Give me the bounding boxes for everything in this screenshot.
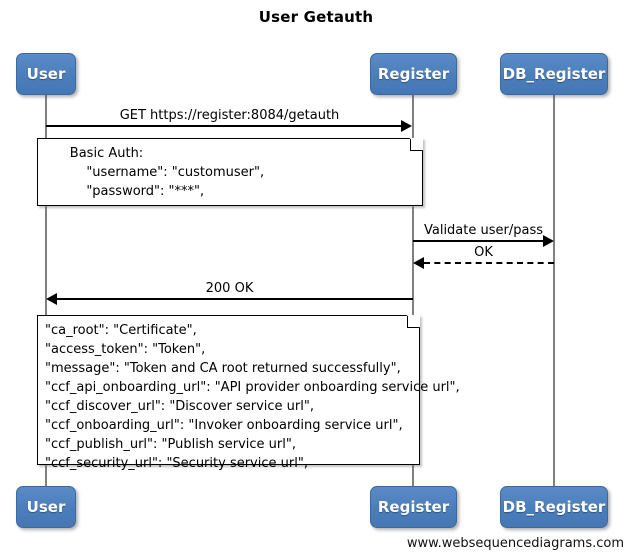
actor-label: Register (377, 65, 450, 83)
diagram-title: User Getauth (258, 8, 374, 26)
message-line-validate (413, 240, 543, 242)
lifeline-db-register (553, 95, 555, 488)
actor-register-top[interactable]: Register (370, 53, 457, 95)
message-arrowhead-validate (543, 235, 554, 247)
message-label-200-ok: 200 OK (205, 281, 254, 296)
lifeline-register (412, 95, 414, 488)
actor-label: User (26, 65, 66, 83)
actor-label: User (26, 498, 66, 516)
actor-user-bottom[interactable]: User (16, 486, 76, 528)
note-response-body: "ca_root": "Certificate", "access_token"… (37, 315, 460, 471)
actor-db-register-top[interactable]: DB_Register (500, 53, 608, 95)
note-fold-icon (407, 315, 420, 328)
footer-watermark: www.websequencediagrams.com (406, 536, 624, 551)
note-basic-auth: Basic Auth: "username": "customuser", "p… (37, 138, 423, 206)
lifeline-user (45, 95, 47, 488)
message-arrowhead-ok (413, 257, 424, 269)
actor-label: Register (377, 498, 450, 516)
note-basic-auth-text: Basic Auth: "username": "customuser", "p… (69, 146, 265, 199)
actor-user-top[interactable]: User (16, 53, 76, 95)
message-line-ok (424, 262, 554, 264)
message-line-200-ok (57, 298, 413, 300)
message-label-ok: OK (474, 245, 493, 260)
actor-register-bottom[interactable]: Register (370, 486, 457, 528)
message-arrowhead-200-ok (46, 293, 57, 305)
actor-db-register-bottom[interactable]: DB_Register (500, 486, 608, 528)
message-arrowhead-get-getauth (401, 120, 412, 132)
note-response-body-text: "ca_root": "Certificate", "access_token"… (45, 323, 460, 471)
note-fold-icon (410, 138, 423, 151)
actor-label: DB_Register (502, 498, 606, 516)
actor-label: DB_Register (502, 65, 606, 83)
message-label-get-getauth: GET https://register:8084/getauth (119, 108, 340, 123)
message-line-get-getauth (46, 125, 401, 127)
message-label-validate: Validate user/pass (423, 223, 544, 238)
